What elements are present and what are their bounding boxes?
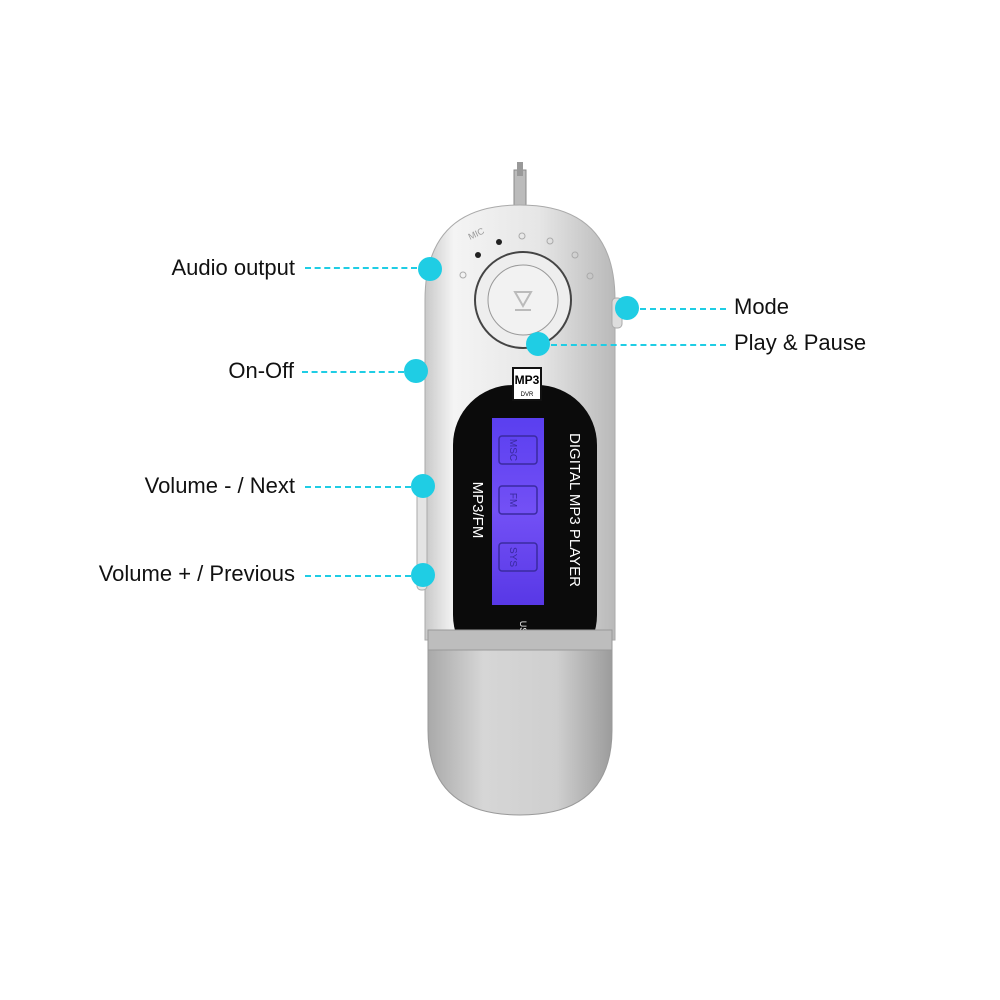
callout-volume-down-label: Volume - / Next (144, 473, 295, 498)
lcd-screen (492, 418, 544, 605)
usb-cap (427, 639, 613, 816)
callout-volume-up-label: Volume + / Previous (98, 561, 295, 586)
callout-audio-output-label: Audio output (171, 255, 295, 280)
callout-on-off-dot (404, 359, 428, 383)
mp3-dvr-logo: MP3 DVR (512, 367, 542, 401)
svg-text:MP3: MP3 (515, 373, 540, 387)
callout-on-off-label: On-Off (228, 358, 294, 383)
callout-audio-output-line (305, 267, 417, 269)
callout-volume-down-line (305, 486, 411, 488)
callout-mode-label: Mode (734, 294, 790, 319)
screen-item-fm: FM (507, 493, 518, 507)
screen-item-msc: MSC (507, 439, 518, 461)
callout-mode-line (640, 308, 726, 310)
callout-play-pause-line (551, 344, 726, 346)
play-pause-icon (513, 291, 533, 311)
callout-volume-up-dot (411, 563, 435, 587)
callout-on-off-line (302, 371, 404, 373)
callout-play-pause-dot (526, 332, 550, 356)
svg-text:DVR: DVR (521, 392, 534, 398)
keyring-icon (513, 162, 527, 211)
speaker-holes (459, 232, 594, 280)
callout-play-pause-label: Play & Pause (734, 330, 867, 355)
callout-volume-up-line (305, 575, 411, 577)
side-text-digital-mp3-player: DIGITAL MP3 PLAYER (566, 433, 583, 587)
screen-item-sys: SYS (507, 547, 518, 567)
callout-audio-output-dot (418, 257, 442, 281)
screen-menu-icons (498, 435, 538, 572)
callout-mode-dot (615, 296, 639, 320)
side-text-mp3-fm: MP3/FM (469, 482, 486, 539)
callout-volume-down-dot (411, 474, 435, 498)
